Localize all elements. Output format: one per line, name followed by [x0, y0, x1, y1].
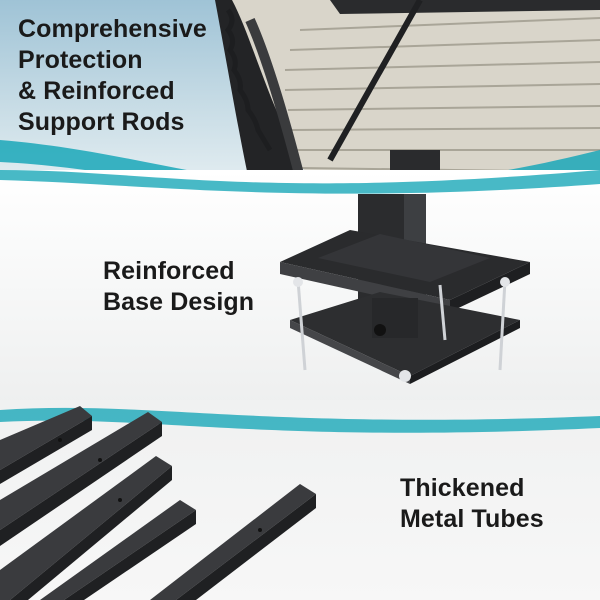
roof-caption-line-4: Support Rods — [18, 108, 185, 136]
roof-caption-line-1: Comprehensive — [18, 15, 207, 43]
base-section: Reinforced Base Design — [0, 170, 600, 430]
tubes-caption-line-2: Metal Tubes — [400, 505, 544, 533]
tubes-caption-line-1: Thickened — [400, 474, 525, 502]
tubes-section: Thickened Metal Tubes — [0, 400, 600, 600]
base-caption-line-1: Reinforced — [103, 257, 235, 285]
tube-holes — [58, 438, 262, 532]
tubes-caption: Thickened Metal Tubes — [400, 473, 544, 535]
roof-caption-line-3: & Reinforced — [18, 77, 175, 105]
base-caption-line-2: Base Design — [103, 288, 255, 316]
metal-tubes — [0, 406, 316, 600]
tubes-photo — [0, 406, 600, 600]
roof-caption-line-2: Protection — [18, 46, 143, 74]
base-photo — [0, 170, 600, 384]
base-caption: Reinforced Base Design — [103, 256, 254, 318]
anchor-bolts — [296, 279, 507, 371]
roof-caption: Comprehensive Protection & Reinforced Su… — [18, 14, 207, 138]
